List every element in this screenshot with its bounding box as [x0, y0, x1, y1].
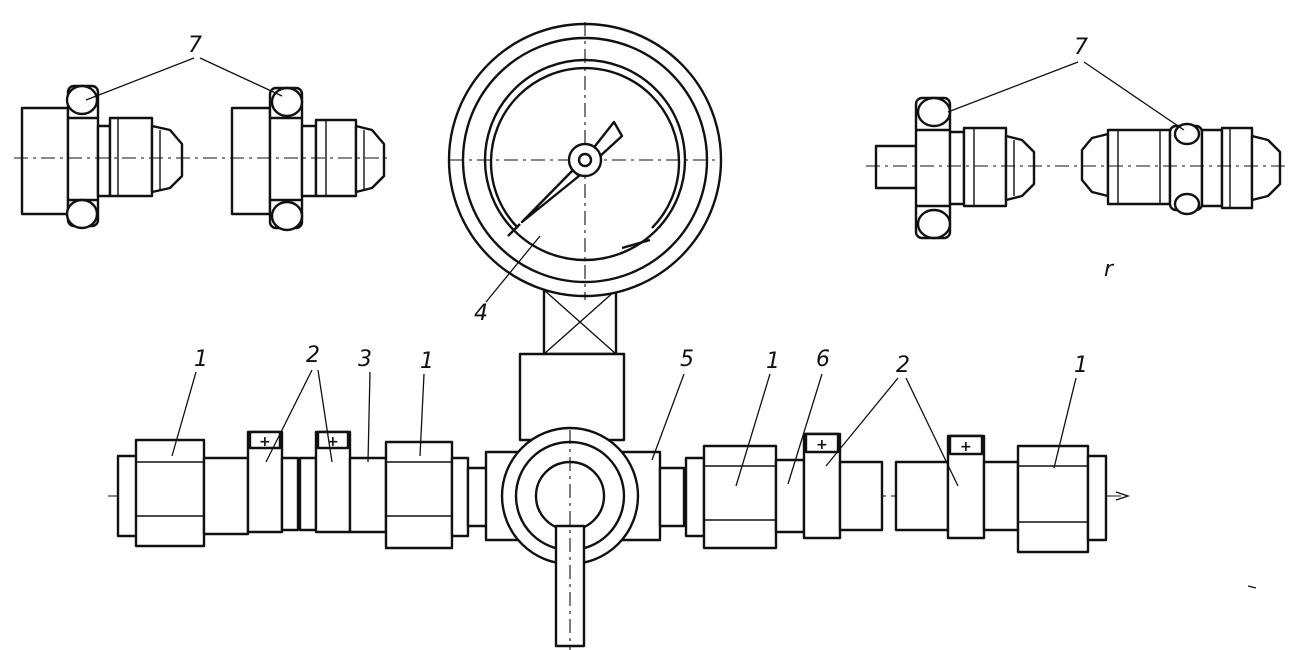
label-1-a-text: 1: [194, 347, 208, 372]
label-4: 4: [474, 235, 541, 326]
label-1-d: 1: [1053, 353, 1088, 469]
label-5: 5: [651, 347, 694, 461]
label-5-text: 5: [680, 347, 694, 372]
adapter-left-b: [230, 86, 386, 232]
plus-mark-d: +: [960, 439, 972, 455]
label-1-c: 1: [735, 349, 780, 487]
label-6-text: 6: [816, 347, 830, 372]
adapter-right-a: [874, 96, 1036, 240]
label-1-b-text: 1: [420, 349, 434, 374]
label-2-left: 2: [265, 343, 333, 463]
label-7-left: 7: [85, 33, 283, 101]
label-7-right: 7: [947, 35, 1185, 131]
adapter-right-b: [1080, 122, 1282, 216]
label-7-left-text: 7: [188, 33, 202, 58]
label-1-c-text: 1: [766, 349, 780, 374]
plus-mark-c: +: [816, 437, 828, 453]
pressure-gauge: [447, 22, 723, 356]
fitting-1-d: [1016, 444, 1090, 554]
stray-mark-text: r: [1104, 257, 1115, 282]
tube-6: [774, 458, 806, 534]
fitting-right-end-collar: [1086, 454, 1108, 542]
valve-neck: [518, 352, 626, 442]
label-6: 6: [787, 347, 830, 485]
adapter-left-a: [20, 84, 184, 230]
label-2-left-text: 2: [306, 343, 320, 368]
tube-3: [348, 456, 388, 534]
label-1-b: 1: [419, 349, 434, 457]
label-1-d-text: 1: [1074, 353, 1088, 378]
plus-mark-b: +: [327, 434, 339, 450]
label-4-text: 4: [474, 301, 488, 326]
label-2-right: 2: [825, 353, 959, 487]
label-7-right-text: 7: [1074, 35, 1088, 60]
fitting-1-b: [384, 440, 454, 550]
tube-segment-a: [202, 456, 250, 536]
tube-segment-c: [894, 460, 950, 532]
label-3: 3: [358, 347, 372, 463]
fitting-1-a: [134, 438, 206, 548]
fitting-1-c: [702, 444, 778, 550]
label-2-right-text: 2: [896, 353, 910, 378]
tube-segment-b: [838, 460, 884, 532]
label-3-text: 3: [358, 347, 372, 372]
plus-mark-a: +: [259, 434, 271, 450]
label-1-a: 1: [171, 347, 208, 457]
